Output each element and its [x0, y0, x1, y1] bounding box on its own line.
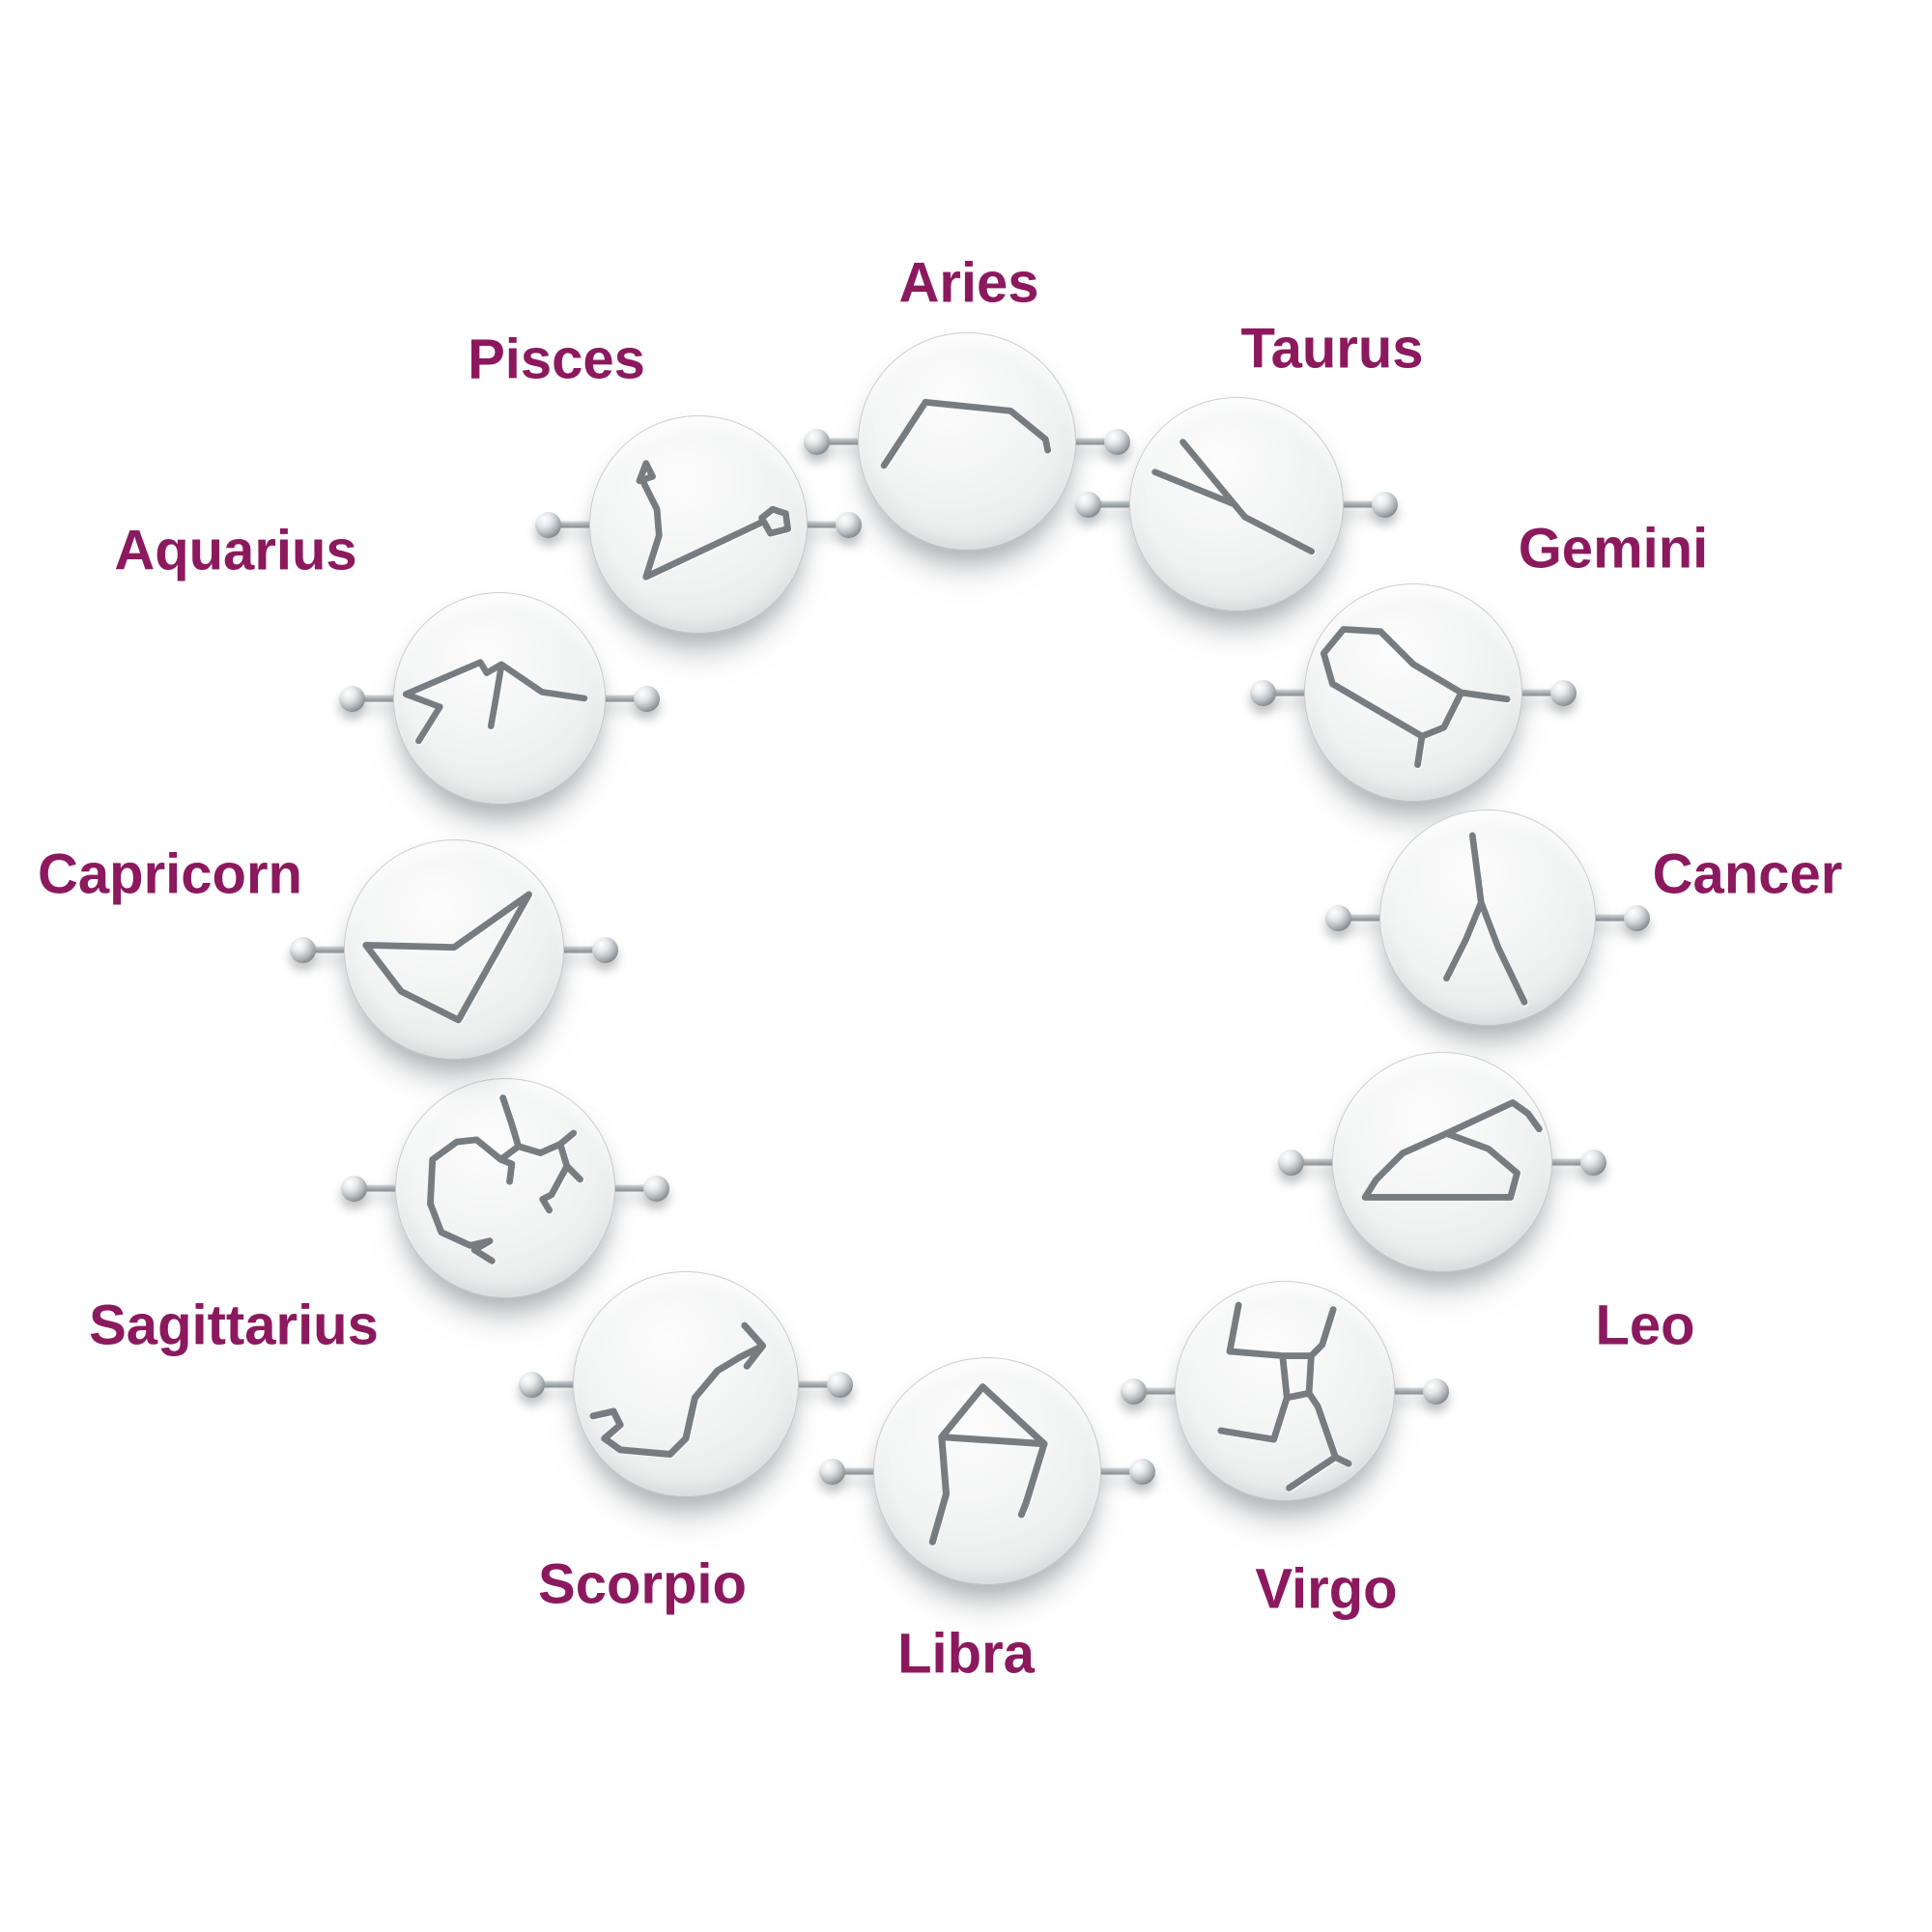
aquarius-constellation-icon [402, 659, 588, 745]
pin-ball-left [535, 511, 561, 538]
label-aries: Aries [898, 251, 1039, 315]
label-scorpio: Scorpio [538, 1552, 747, 1616]
pin-ball-right [1129, 1458, 1155, 1485]
pin-ball-right [1550, 679, 1577, 706]
label-pisces: Pisces [468, 327, 645, 391]
label-sagittarius: Sagittarius [89, 1293, 379, 1357]
label-leo: Leo [1595, 1293, 1695, 1357]
pin-ball-right [634, 685, 660, 712]
charm-disc [573, 1271, 799, 1497]
pin-ball-left [339, 685, 365, 712]
pin-ball-right [1104, 428, 1130, 455]
libra-constellation-icon [928, 1383, 1048, 1546]
label-gemini: Gemini [1518, 517, 1709, 581]
charm-disc [393, 592, 606, 805]
gemini-constellation-icon [1320, 626, 1511, 768]
label-cancer: Cancer [1652, 842, 1843, 906]
charm-disc [858, 332, 1076, 551]
sagittarius-constellation-icon [427, 1094, 583, 1264]
charm-disc [1379, 810, 1596, 1026]
charm-gemini [1250, 583, 1577, 802]
virgo-constellation-icon [1217, 1301, 1352, 1492]
charm-cancer [1325, 810, 1650, 1026]
pin-ball-left [1075, 491, 1101, 518]
charm-leo [1278, 1052, 1606, 1272]
charm-disc [873, 1357, 1101, 1585]
label-libra: Libra [897, 1622, 1035, 1686]
pin-ball-left [1325, 904, 1351, 931]
pin-ball-right [1372, 491, 1398, 518]
capricorn-constellation-icon [362, 891, 532, 1024]
charm-pisces [535, 415, 862, 634]
label-taurus: Taurus [1240, 317, 1424, 381]
charm-aries [804, 332, 1130, 551]
pin-ball-right [1423, 1378, 1449, 1405]
charm-disc [395, 1078, 615, 1298]
charm-disc [1332, 1052, 1552, 1272]
charm-aquarius [339, 592, 660, 805]
pin-ball-right [827, 1371, 853, 1398]
pin-ball-left [1121, 1378, 1147, 1405]
scorpio-constellation-icon [589, 1321, 767, 1459]
taurus-constellation-icon [1151, 439, 1316, 555]
label-capricorn: Capricorn [38, 842, 302, 906]
charm-scorpio [519, 1271, 853, 1497]
charm-sagittarius [341, 1078, 669, 1298]
charm-capricorn [290, 839, 618, 1060]
label-aquarius: Aquarius [114, 519, 357, 582]
charm-virgo [1121, 1281, 1449, 1501]
pin-ball-right [1624, 904, 1650, 931]
aries-constellation-icon [880, 398, 1052, 469]
charm-disc [344, 839, 564, 1060]
pin-ball-right [1580, 1149, 1606, 1176]
pin-ball-left [1278, 1149, 1304, 1176]
pin-ball-right [836, 511, 862, 538]
pin-ball-left [819, 1458, 845, 1485]
charm-disc [1304, 583, 1522, 802]
charm-libra [819, 1357, 1155, 1585]
pin-ball-right [643, 1175, 669, 1202]
pin-ball-left [290, 936, 316, 963]
pin-ball-left [519, 1371, 545, 1398]
charm-taurus [1075, 397, 1398, 611]
pin-ball-left [341, 1175, 367, 1202]
pisces-constellation-icon [636, 460, 792, 581]
cancer-constellation-icon [1443, 832, 1528, 1006]
charm-disc [589, 415, 808, 634]
pin-ball-left [804, 428, 830, 455]
leo-constellation-icon [1361, 1099, 1543, 1201]
label-virgo: Virgo [1255, 1557, 1398, 1621]
charm-disc [1175, 1281, 1395, 1501]
pin-ball-right [592, 936, 618, 963]
charm-disc [1129, 397, 1344, 611]
pin-ball-left [1250, 679, 1276, 706]
